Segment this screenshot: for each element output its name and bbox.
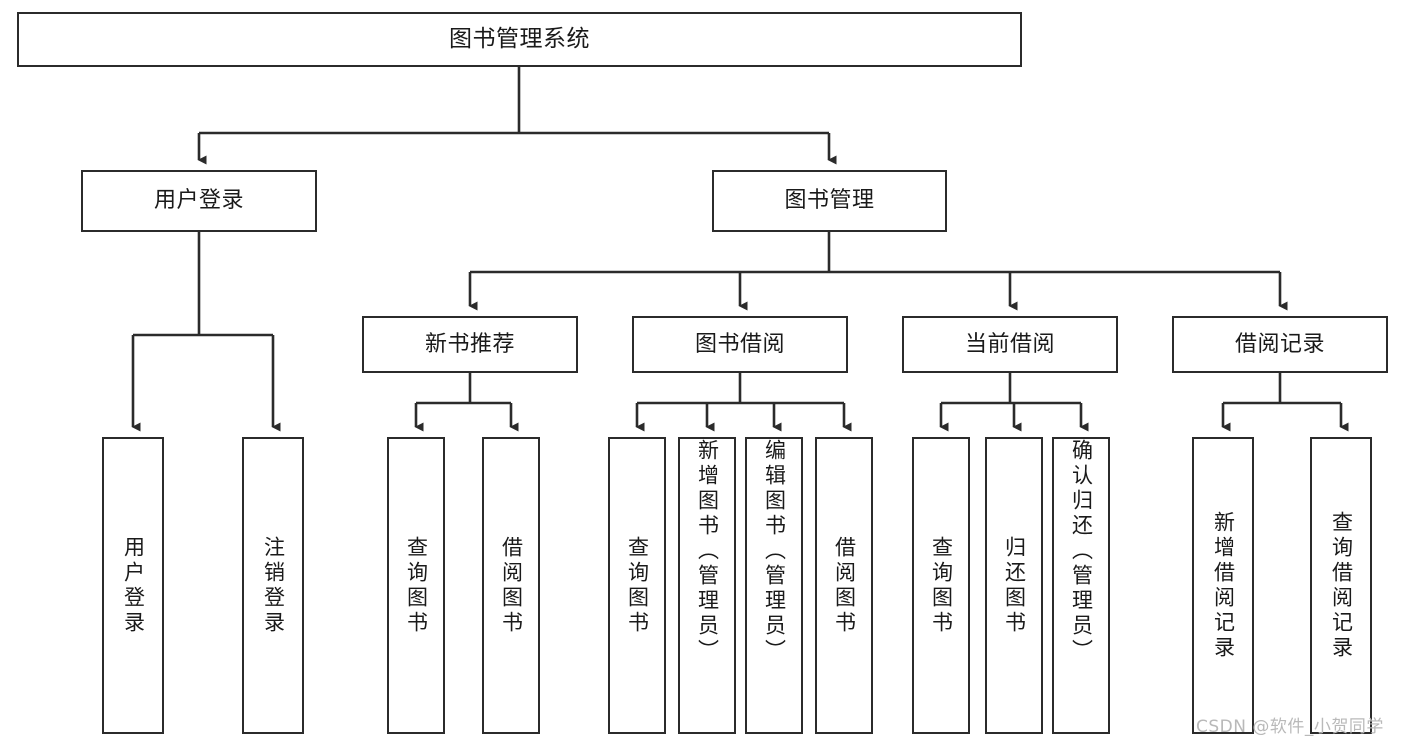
node-label: 查询图书 (929, 535, 954, 636)
node-leaf-br-add-record[interactable]: 新增借阅记录 (1192, 437, 1254, 734)
node-leaf-cb-query-book[interactable]: 查询图书 (912, 437, 970, 734)
node-label: 新增图书（管理员） (695, 439, 720, 664)
node-borrow-record[interactable]: 借阅记录 (1172, 316, 1388, 373)
node-label: 新增借阅记录 (1211, 510, 1236, 661)
node-user-login[interactable]: 用户登录 (81, 170, 317, 232)
node-leaf-bb-borrow-book[interactable]: 借阅图书 (815, 437, 873, 734)
csdn-watermark: CSDN @软件_小贺同学 (1196, 717, 1384, 737)
node-leaf-cb-confirm-return[interactable]: 确认归还（管理员） (1052, 437, 1110, 734)
node-leaf-bb-edit-book[interactable]: 编辑图书（管理员） (745, 437, 803, 734)
node-leaf-br-query-record[interactable]: 查询借阅记录 (1310, 437, 1372, 734)
node-label: 当前借阅 (964, 331, 1055, 357)
node-label: 借阅图书 (499, 535, 524, 636)
node-leaf-nbr-query-book[interactable]: 查询图书 (387, 437, 445, 734)
node-leaf-nbr-borrow-book[interactable]: 借阅图书 (482, 437, 540, 734)
node-leaf-user-logout[interactable]: 注销登录 (242, 437, 304, 734)
node-label: 归还图书 (1002, 535, 1027, 636)
node-book-management[interactable]: 图书管理 (712, 170, 947, 232)
node-label: 图书管理系统 (449, 26, 590, 53)
node-label: 图书管理 (784, 188, 875, 214)
node-book-borrow[interactable]: 图书借阅 (632, 316, 848, 373)
node-label: 借阅图书 (832, 535, 857, 636)
node-label: 图书借阅 (694, 331, 785, 357)
node-new-book-recommend[interactable]: 新书推荐 (362, 316, 578, 373)
node-label: 查询借阅记录 (1329, 510, 1354, 661)
node-label: 用户登录 (121, 535, 146, 636)
node-label: 用户登录 (153, 188, 244, 214)
node-leaf-cb-return-book[interactable]: 归还图书 (985, 437, 1043, 734)
node-label: 查询图书 (404, 535, 429, 636)
node-label: 借阅记录 (1234, 331, 1325, 357)
node-leaf-bb-add-book[interactable]: 新增图书（管理员） (678, 437, 736, 734)
node-leaf-bb-query-book[interactable]: 查询图书 (608, 437, 666, 734)
node-current-borrow[interactable]: 当前借阅 (902, 316, 1118, 373)
node-label: 新书推荐 (424, 331, 515, 357)
node-root[interactable]: 图书管理系统 (17, 12, 1022, 67)
node-leaf-user-login[interactable]: 用户登录 (102, 437, 164, 734)
node-label: 编辑图书（管理员） (762, 439, 787, 664)
node-label: 注销登录 (261, 535, 286, 636)
node-label: 查询图书 (625, 535, 650, 636)
node-label: 确认归还（管理员） (1069, 439, 1094, 664)
